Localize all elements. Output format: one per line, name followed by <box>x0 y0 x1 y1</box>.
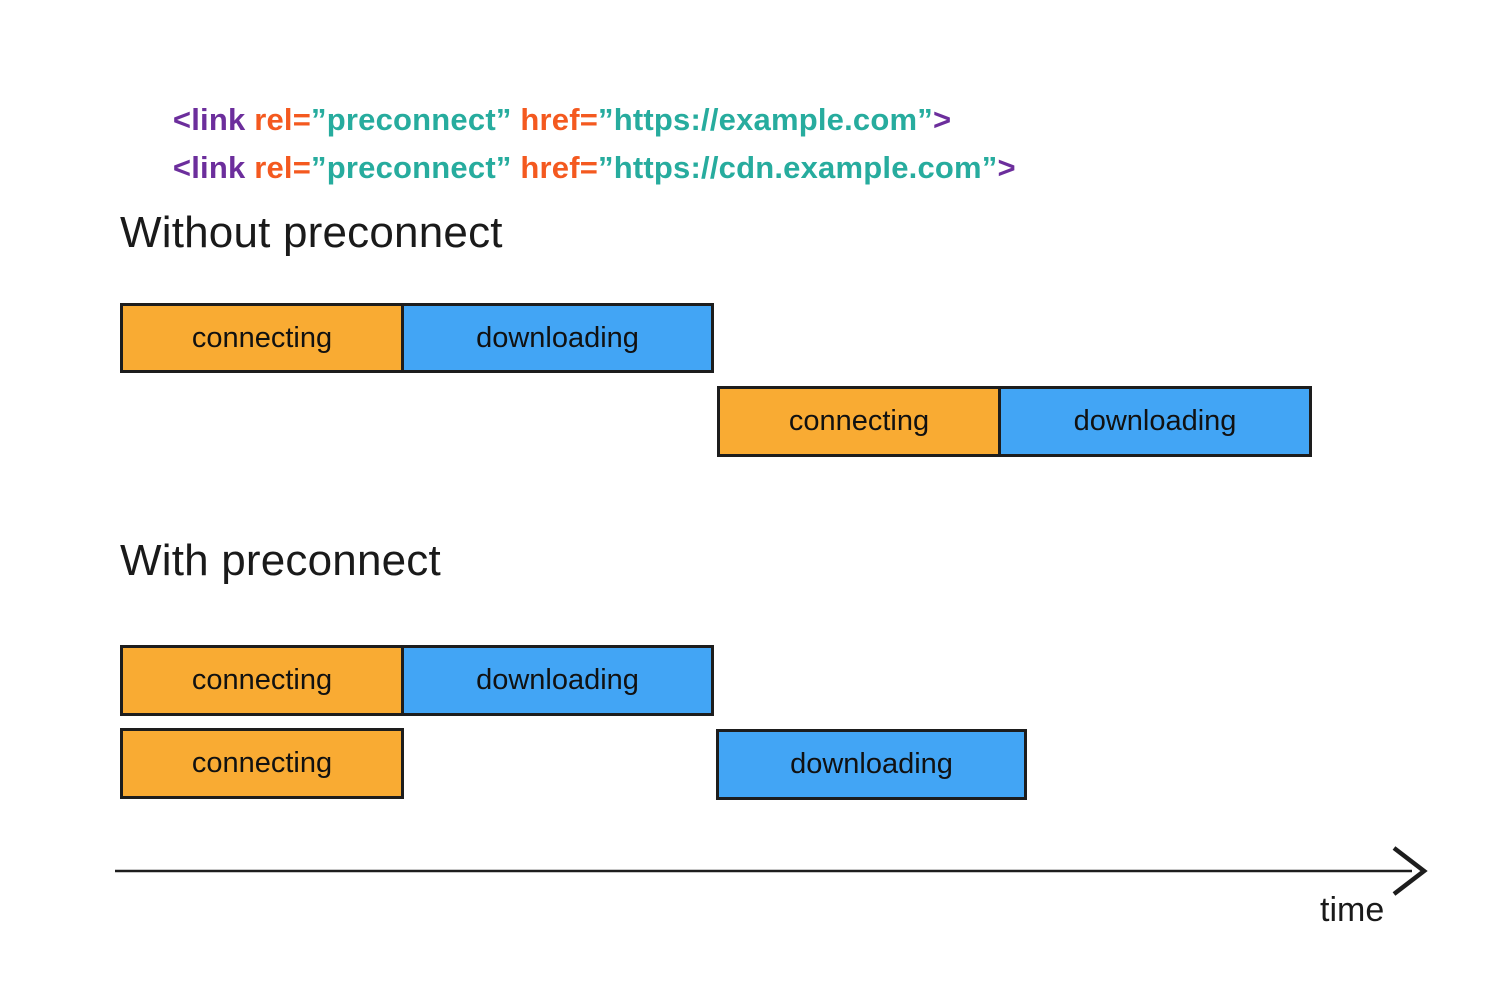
code-token: > <box>932 102 952 137</box>
downloading-bar: downloading <box>401 303 714 373</box>
connecting-bar: connecting <box>120 303 404 373</box>
code-line: <link rel=”preconnect” href=”https://exa… <box>120 66 951 174</box>
connecting-bar: connecting <box>120 728 404 799</box>
timeline-row: connecting downloading <box>120 645 714 716</box>
downloading-bar: downloading <box>998 386 1312 457</box>
downloading-bar: downloading <box>716 729 1027 800</box>
arrow-right-icon <box>1392 846 1428 896</box>
section-title-with-preconnect: With preconnect <box>120 536 441 585</box>
timeline-row: downloading <box>716 729 1027 800</box>
code-token: > <box>997 150 1016 185</box>
code-token: rel= <box>245 102 312 137</box>
downloading-bar: downloading <box>401 645 714 716</box>
code-token: ”preconnect” <box>311 102 512 137</box>
timeline-row: connecting downloading <box>120 303 714 373</box>
code-token: <link <box>172 150 246 185</box>
code-token: ”preconnect” <box>311 150 512 185</box>
code-token: <link <box>172 102 246 137</box>
connecting-bar: connecting <box>717 386 1001 457</box>
time-axis-label: time <box>1320 891 1385 929</box>
code-token: href= <box>511 102 599 137</box>
timeline-row: connecting <box>120 728 404 799</box>
connecting-bar: connecting <box>120 645 404 716</box>
code-line: <link rel=”preconnect” href=”https://cdn… <box>120 114 1016 222</box>
code-token: href= <box>511 150 599 185</box>
code-token: ”https://example.com” <box>598 102 933 137</box>
section-title-without-preconnect: Without preconnect <box>120 208 503 257</box>
code-token: ”https://cdn.example.com” <box>598 150 998 185</box>
code-token: rel= <box>245 150 312 185</box>
timeline-row: connecting downloading <box>717 386 1312 457</box>
